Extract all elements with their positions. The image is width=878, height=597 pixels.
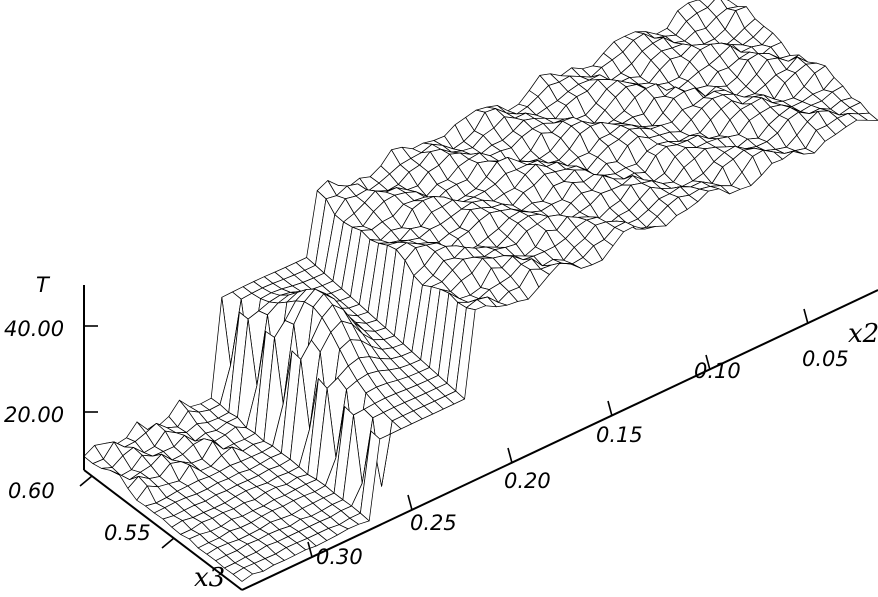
x2-tick-025: [407, 494, 413, 511]
x3-tick-label-060: 0.60: [8, 479, 55, 503]
x2-tick-020: [507, 447, 513, 464]
x2-axis-line: [241, 289, 878, 591]
x2-axis-label: x2: [848, 319, 878, 349]
x3-tick-055: [161, 537, 175, 549]
x3-axis-label: x3: [194, 563, 225, 593]
x2-tick-015: [607, 400, 613, 417]
x2-tick-010: [705, 354, 711, 371]
x3-tick-label-055: 0.55: [104, 521, 151, 545]
x2-tick-label-015: 0.15: [596, 423, 643, 447]
x2-tick-label-025: 0.25: [410, 511, 457, 535]
x3-tick-060: [79, 475, 93, 487]
axes: [79, 285, 878, 591]
surface-cell: [232, 567, 253, 582]
x2-tick-label-030: 0.30: [316, 545, 363, 569]
z-tick-label-40: 40.00: [4, 317, 64, 341]
z-axis-label: T: [36, 273, 51, 297]
x2-tick-label-020: 0.20: [504, 469, 551, 493]
x2-tick-030: [307, 541, 313, 558]
x3-axis-line: [83, 469, 243, 591]
axis-labels: T 40.00 20.00 0.60 0.55 x3 0.30 0.25 0.2…: [4, 273, 878, 593]
x2-tick-005: [803, 308, 809, 325]
x2-tick-label-005: 0.05: [802, 347, 849, 371]
surface-mesh: [83, 0, 878, 582]
x2-tick-label-010: 0.10: [694, 359, 741, 383]
z-tick-label-20: 20.00: [4, 403, 64, 427]
